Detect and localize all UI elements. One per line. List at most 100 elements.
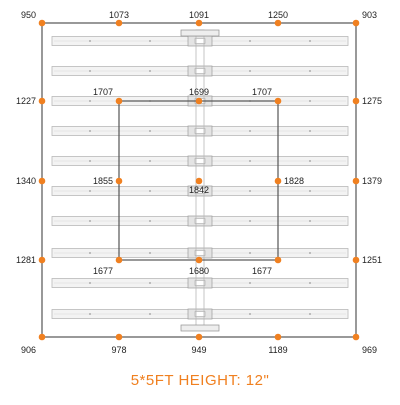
light-bar: [51, 35, 349, 47]
measurement-value: 1091: [189, 10, 209, 20]
light-bar-screw: [149, 70, 151, 72]
light-bar-screw: [309, 160, 311, 162]
light-bar-screw: [309, 220, 311, 222]
measurement-dot: [38, 19, 46, 27]
bar-connector-port: [194, 311, 206, 317]
measurement-value: 1677: [93, 266, 113, 276]
measurement-point: 1677: [252, 256, 282, 276]
measurement-point: 1855: [93, 176, 123, 186]
light-bar-screw: [149, 220, 151, 222]
measurement-value: 1250: [268, 10, 288, 20]
measurement-point: 1340: [16, 176, 46, 186]
measurement-point: 1281: [16, 255, 46, 265]
light-bar-screw: [149, 130, 151, 132]
measurement-value: 1855: [93, 176, 113, 186]
light-bar-screw: [89, 252, 91, 254]
bar-connector-port: [194, 188, 206, 194]
light-bar-screw: [89, 70, 91, 72]
measurement-value: 969: [362, 345, 377, 355]
measurement-value: 1680: [189, 266, 209, 276]
measurement-point: 1250: [268, 10, 288, 27]
light-bar-screw: [249, 70, 251, 72]
bar-connector-port: [194, 218, 206, 224]
light-bar: [51, 247, 349, 259]
light-bar-screw: [89, 100, 91, 102]
measurement-point: 1275: [352, 96, 382, 106]
measurement-point: 949: [191, 333, 207, 355]
bar-connector-port: [194, 68, 206, 74]
measurement-point: 1707: [93, 87, 123, 105]
measurement-point: 978: [111, 333, 127, 355]
light-bar-screw: [149, 252, 151, 254]
measurement-dot: [195, 177, 203, 185]
light-bar-screw: [309, 313, 311, 315]
light-bar-screw: [309, 40, 311, 42]
measurement-dot: [274, 19, 282, 27]
measurement-dot: [195, 333, 203, 341]
light-bar: [51, 277, 349, 289]
measurement-value: 1677: [252, 266, 272, 276]
bar-connector-port: [194, 250, 206, 256]
measurement-dot: [38, 177, 46, 185]
measurement-value: 903: [362, 10, 377, 20]
measurement-value: 1227: [16, 96, 36, 106]
caption: 5*5FT HEIGHT: 12": [130, 372, 270, 389]
light-bar: [51, 155, 349, 167]
measurement-dot: [195, 256, 203, 264]
measurement-value: 1699: [189, 87, 209, 97]
measurement-point: 950: [21, 10, 46, 27]
measurement-point: 1189: [268, 333, 288, 355]
measurement-dot: [115, 333, 123, 341]
measurement-point: 1227: [16, 96, 46, 106]
measurement-dot: [352, 97, 360, 105]
light-bar-screw: [89, 220, 91, 222]
measurement-point: 1677: [93, 256, 123, 276]
measurement-dot: [274, 333, 282, 341]
measurement-dot: [38, 333, 46, 341]
measurement-value: 1707: [93, 87, 113, 97]
measurement-point: 1842: [189, 177, 209, 195]
measurement-value: 1281: [16, 255, 36, 265]
light-bar-screw: [309, 252, 311, 254]
light-bar: [51, 125, 349, 137]
light-bar-screw: [309, 100, 311, 102]
measurement-dot: [352, 256, 360, 264]
bar-connector-port: [194, 280, 206, 286]
light-bar: [51, 65, 349, 77]
light-bar-screw: [149, 40, 151, 42]
measurement-dot: [195, 97, 203, 105]
measurement-point: 1073: [109, 10, 129, 27]
measurement-dot: [352, 19, 360, 27]
measurement-dot: [274, 177, 282, 185]
measurement-value: 1189: [268, 345, 287, 355]
measurement-value: 1251: [362, 255, 382, 265]
measurement-dot: [115, 19, 123, 27]
measurement-point: 1699: [189, 87, 209, 105]
measurement-value: 950: [21, 10, 36, 20]
light-bar-screw: [249, 313, 251, 315]
light-bar-screw: [309, 282, 311, 284]
measurement-value: 1275: [362, 96, 382, 106]
light-bar-screw: [249, 252, 251, 254]
measurement-dot: [352, 333, 360, 341]
light-bar: [51, 185, 349, 197]
measurement-point: 969: [352, 333, 377, 355]
light-bar-screw: [249, 220, 251, 222]
measurement-point: 1828: [274, 176, 304, 186]
light-bar-screw: [149, 160, 151, 162]
measurement-dot: [115, 256, 123, 264]
measurement-point: 1680: [189, 256, 209, 276]
measurement-dot: [352, 177, 360, 185]
light-bar: [51, 308, 349, 320]
light-bar-screw: [309, 130, 311, 132]
light-bar-screw: [149, 190, 151, 192]
measurement-dot: [195, 19, 203, 27]
measurement-point: 1379: [352, 176, 382, 186]
measurement-value: 1828: [284, 176, 304, 186]
light-bar-screw: [309, 190, 311, 192]
measurement-value: 906: [21, 345, 36, 355]
light-bars-layer: [51, 29, 349, 332]
measurement-point: 1251: [352, 255, 382, 265]
measurement-value: 1707: [252, 87, 272, 97]
bar-connector-port: [194, 158, 206, 164]
